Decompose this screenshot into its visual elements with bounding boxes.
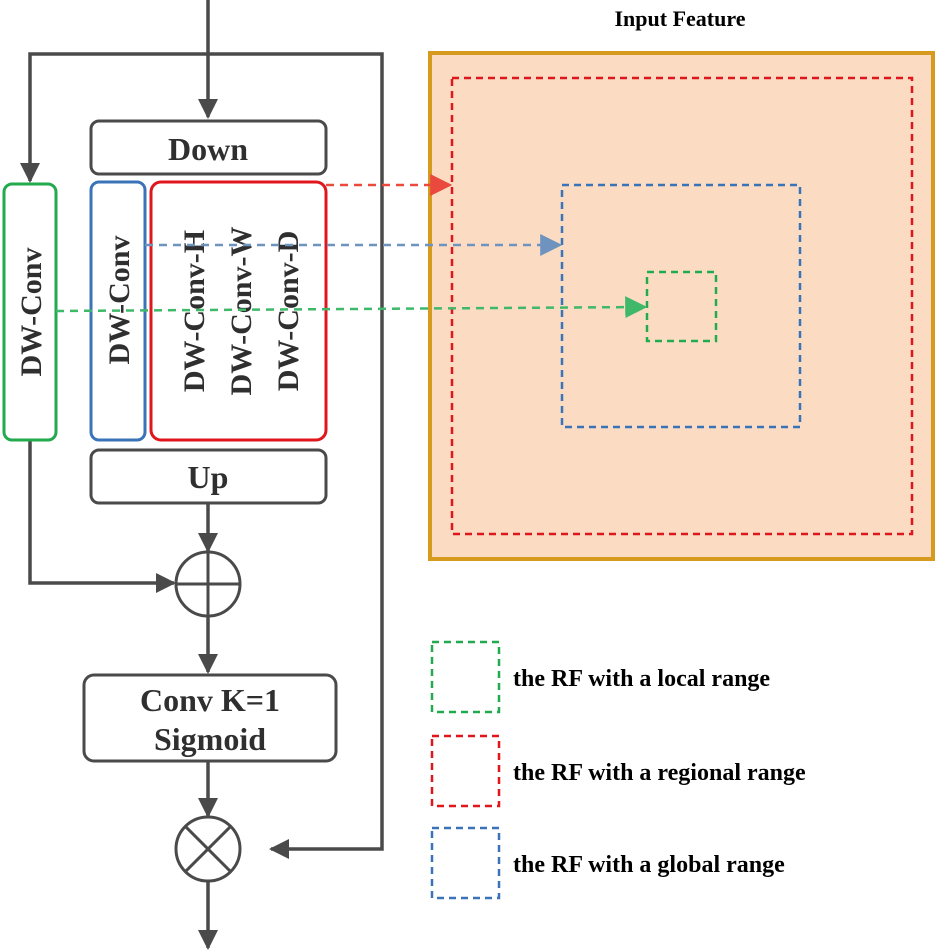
input-feature-map: [428, 51, 935, 561]
multiply-operator: [174, 815, 242, 883]
dwconv-outer-block: DW-Conv: [2, 182, 58, 442]
flow-lines: [20, 0, 384, 950]
regional-rf-box: [450, 76, 914, 536]
legend-item-global: the RF with a global range: [430, 826, 785, 900]
legend: the RF with a local range the RF with a …: [430, 640, 806, 900]
add-operator: [174, 550, 242, 618]
dwconv-to-add-line: [28, 441, 176, 593]
green-rf-arrow: [55, 296, 648, 319]
conv-label: Conv K=1: [140, 682, 280, 718]
legend-label-local: the RF with a local range: [513, 666, 770, 692]
skip-right-line: [208, 52, 384, 859]
dwconv-inner-label: DW-Conv: [103, 236, 136, 365]
legend-label-global: the RF with a global range: [513, 852, 785, 878]
down-block: Down: [89, 119, 328, 176]
conv-sigmoid-block: Conv K=1 Sigmoid: [82, 673, 338, 763]
legend-item-regional: the RF with a regional range: [430, 734, 806, 808]
dwconv-d-label: DW-Conv-D: [272, 231, 305, 392]
rf-arrows: [55, 174, 648, 319]
legend-item-local: the RF with a local range: [430, 640, 770, 714]
up-block: Up: [89, 448, 328, 505]
legend-label-regional: the RF with a regional range: [513, 760, 806, 786]
dwconv-outer-label: DW-Conv: [15, 248, 48, 377]
down-label: Down: [168, 131, 248, 167]
up-label: Up: [188, 459, 229, 495]
branch-left-line: [20, 52, 208, 183]
input-feature-title: Input Feature: [615, 6, 746, 31]
sigmoid-label: Sigmoid: [154, 721, 266, 757]
